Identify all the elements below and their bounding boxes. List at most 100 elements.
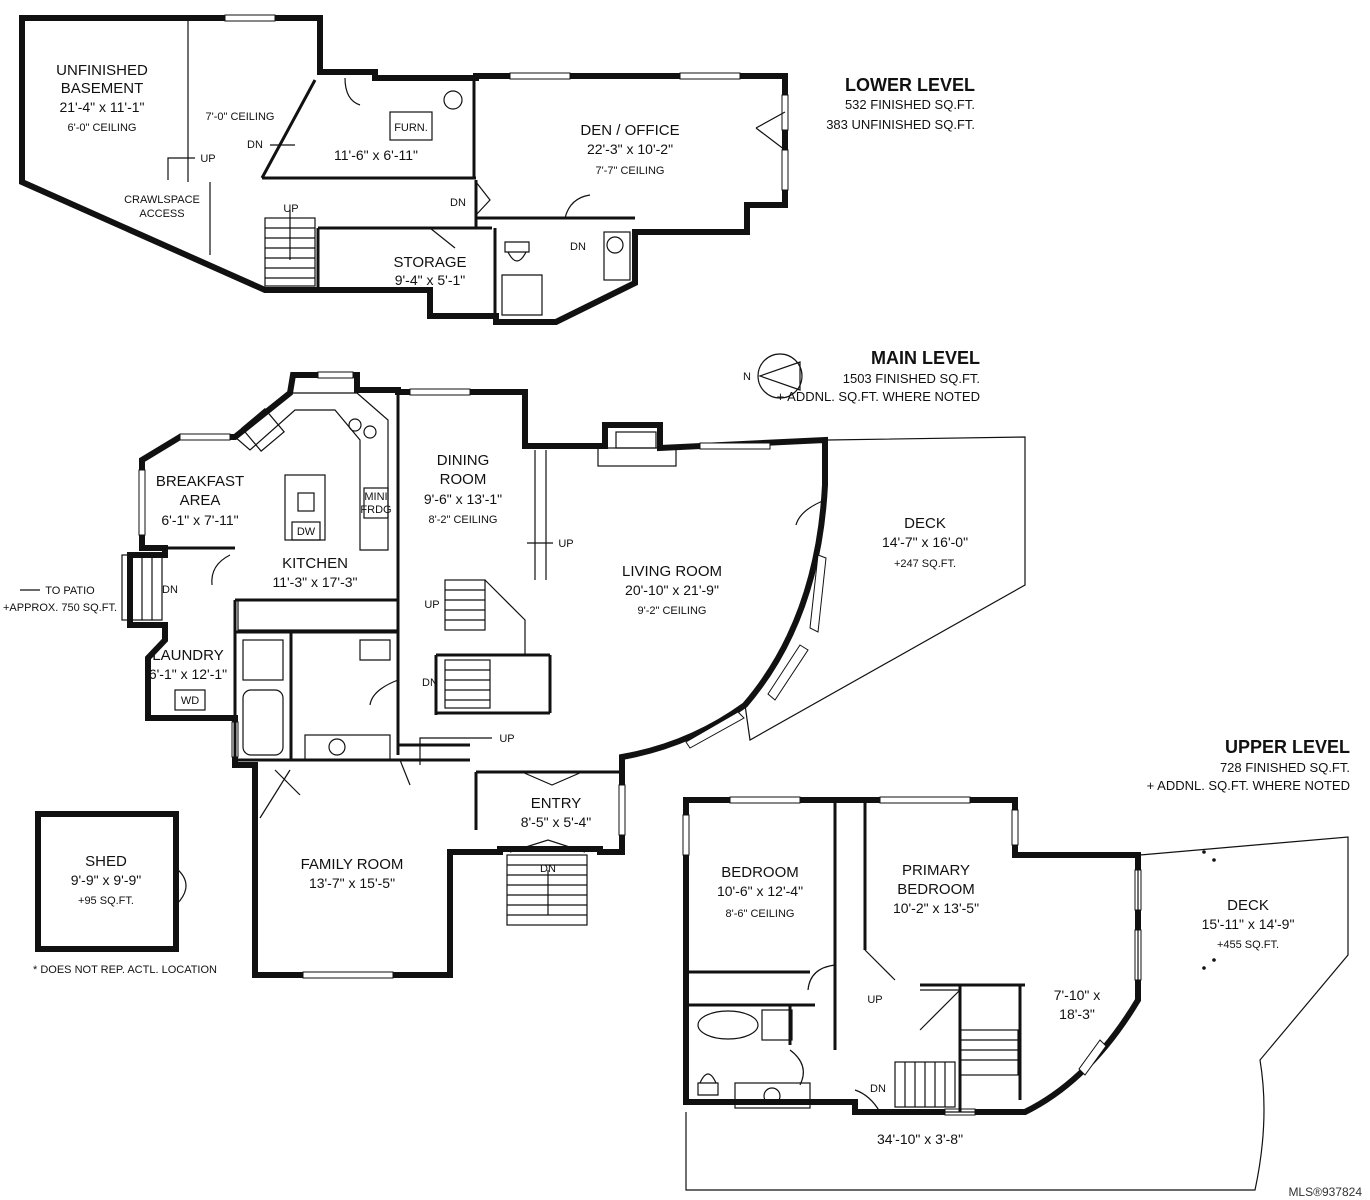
window bbox=[699, 442, 771, 450]
lower-stairs bbox=[264, 210, 316, 287]
vanity-icon bbox=[734, 1082, 811, 1109]
window bbox=[685, 711, 745, 749]
patio-area-label: +APPROX. 750 SQ.FT. bbox=[3, 602, 117, 614]
window bbox=[179, 433, 231, 441]
patio-stairs bbox=[121, 554, 163, 621]
lower-level-outline bbox=[19, 15, 788, 325]
lower-level-title: LOWER LEVEL bbox=[845, 75, 975, 95]
shed-extra: +95 SQ.FT. bbox=[78, 895, 134, 907]
laundry-name: LAUNDRY bbox=[152, 647, 223, 664]
shower-icon bbox=[242, 639, 284, 681]
dishwasher-label: DW bbox=[297, 526, 316, 538]
stairs-dn-label: DN bbox=[422, 677, 438, 689]
window bbox=[618, 784, 626, 836]
lower-level-line1: 532 FINISHED SQ.FT. bbox=[845, 97, 975, 112]
window bbox=[317, 371, 354, 379]
entry-dims: 8'-5" x 5'-4" bbox=[521, 814, 592, 830]
window bbox=[1011, 809, 1019, 846]
lower-hall-ceiling: 7'-0" CEILING bbox=[206, 111, 275, 123]
family-name: FAMILY ROOM bbox=[301, 856, 404, 873]
bedroom-ceiling: 8'-6" CEILING bbox=[726, 908, 795, 920]
entry-door bbox=[521, 771, 583, 786]
stairs-up-label: UP bbox=[283, 203, 298, 215]
fireplace-corner-icon bbox=[259, 769, 301, 819]
crawlspace-2: ACCESS bbox=[139, 208, 184, 220]
door-swing bbox=[344, 77, 361, 106]
kitchen-sink-icon bbox=[241, 408, 285, 452]
upper-level: UPPER LEVEL 728 FINISHED SQ.FT. + ADDNL.… bbox=[682, 737, 1350, 1191]
primary-name-1: PRIMARY bbox=[902, 862, 970, 879]
washer-dryer-icon bbox=[174, 689, 206, 711]
dishwasher-icon bbox=[291, 521, 321, 541]
laundry-dims: 6'-1" x 12'-1" bbox=[149, 666, 227, 682]
door-swing bbox=[429, 227, 456, 249]
window bbox=[224, 14, 276, 22]
living-name: LIVING ROOM bbox=[622, 563, 722, 580]
breakfast-dims: 6'-1" x 7'-11" bbox=[161, 512, 238, 528]
entry-dn-label: DN bbox=[540, 863, 556, 875]
furnace-label: FURN. bbox=[394, 122, 428, 134]
upper-up-label: UP bbox=[867, 994, 882, 1006]
door-swing bbox=[369, 679, 399, 706]
to-patio-label: TO PATIO bbox=[45, 585, 95, 597]
cooktop-burner-icon bbox=[363, 425, 377, 439]
window bbox=[781, 149, 789, 191]
sink-icon bbox=[606, 236, 624, 254]
upper-level-line1: 728 FINISHED SQ.FT. bbox=[1220, 760, 1350, 775]
entry-door bbox=[509, 839, 586, 853]
main-stairs bbox=[444, 579, 526, 709]
vanity-icon bbox=[603, 231, 631, 281]
breakfast-name-2: AREA bbox=[180, 492, 221, 509]
lower-dn-label: DN bbox=[247, 139, 263, 151]
window bbox=[729, 796, 801, 804]
bathtub-icon bbox=[697, 1010, 759, 1040]
upper-level-line2: + ADDNL. SQ.FT. WHERE NOTED bbox=[1147, 778, 1350, 793]
post-icon bbox=[1202, 966, 1206, 970]
toilet-icon bbox=[359, 639, 391, 661]
main-deck-dims: 14'-7" x 16'-0" bbox=[882, 534, 968, 550]
compass-icon: N bbox=[743, 353, 803, 399]
sink-icon bbox=[763, 1087, 781, 1105]
upper-deck-name: DECK bbox=[1227, 897, 1269, 914]
main-level-title: MAIN LEVEL bbox=[871, 348, 980, 368]
living-ceiling: 9'-2" CEILING bbox=[638, 605, 707, 617]
upper-room-dims-2: 18'-3" bbox=[1059, 1006, 1095, 1022]
breakfast-name-1: BREAKFAST bbox=[156, 473, 244, 490]
upper-dn-label: DN bbox=[870, 1083, 886, 1095]
door-swing bbox=[795, 499, 826, 526]
den-name: DEN / OFFICE bbox=[580, 122, 679, 139]
lower-hall-wall bbox=[260, 79, 317, 179]
compass-label: N bbox=[743, 371, 751, 383]
cooktop-burner-icon bbox=[348, 418, 362, 432]
den-dn-label: DN bbox=[450, 197, 466, 209]
bedroom-name: BEDROOM bbox=[721, 864, 799, 881]
furnace-box bbox=[389, 111, 433, 141]
balcony-dims: 34'-10" x 3'-8" bbox=[877, 1131, 963, 1147]
kitchen-name: KITCHEN bbox=[282, 555, 348, 572]
up-arrow bbox=[419, 737, 492, 765]
toilet-icon bbox=[504, 241, 530, 262]
bedroom-dims: 10'-6" x 12'-4" bbox=[717, 883, 803, 899]
main-level-line1: 1503 FINISHED SQ.FT. bbox=[843, 371, 980, 386]
door-swing bbox=[564, 194, 591, 219]
entry-name: ENTRY bbox=[531, 795, 582, 812]
basement-ceiling: 6'-0" CEILING bbox=[68, 122, 137, 134]
door-swing bbox=[807, 964, 836, 991]
primary-dims: 10'-2" x 13'-5" bbox=[893, 900, 979, 916]
double-door bbox=[755, 111, 786, 151]
hall-up-label: UP bbox=[499, 733, 514, 745]
post-icon bbox=[1202, 850, 1206, 854]
upper-stairs bbox=[894, 989, 1019, 1108]
storage-name: STORAGE bbox=[393, 254, 466, 271]
window bbox=[302, 971, 394, 979]
basement-up-label: UP bbox=[200, 153, 215, 165]
door-swing bbox=[211, 554, 231, 586]
washer-dryer-label: WD bbox=[181, 695, 199, 707]
shed-note: * DOES NOT REP. ACTL. LOCATION bbox=[33, 964, 217, 976]
dining-ceiling: 8'-2" CEILING bbox=[429, 514, 498, 526]
window bbox=[509, 72, 571, 80]
window bbox=[138, 469, 146, 536]
shower-icon bbox=[501, 274, 543, 316]
window bbox=[879, 796, 971, 804]
